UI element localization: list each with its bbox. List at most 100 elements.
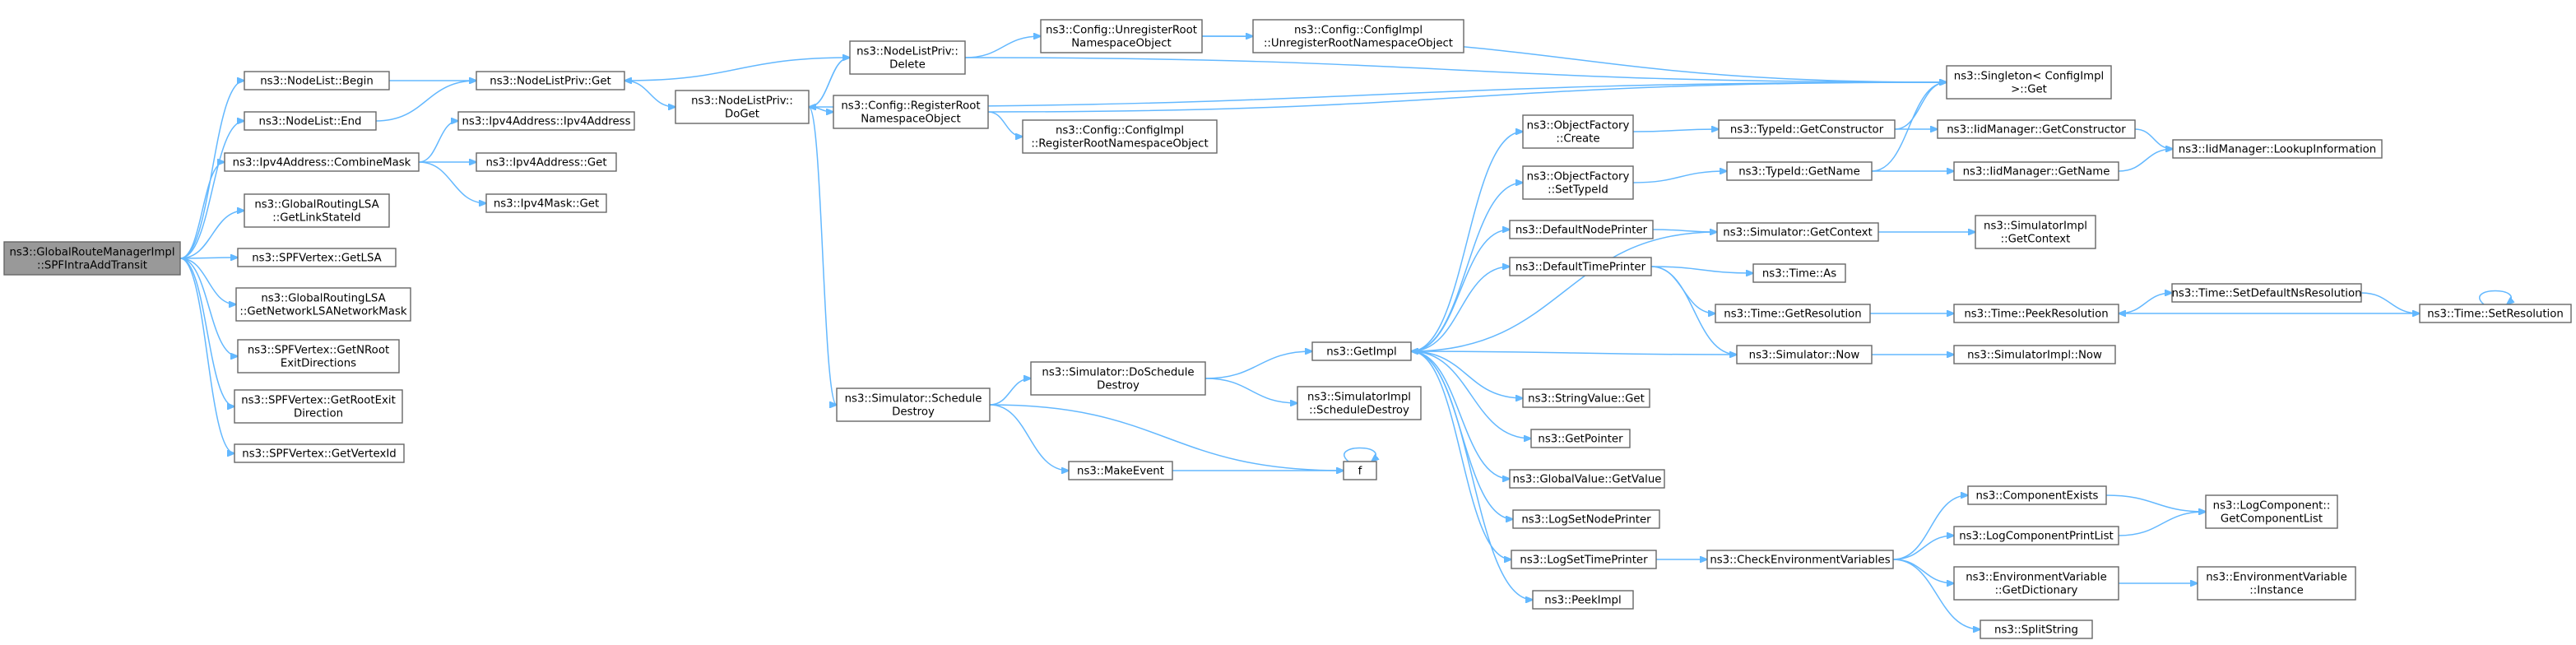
edge-deftimeprinter-to-sim_now <box>1650 266 1737 355</box>
node-deftimeprinter[interactable]: ns3::DefaultTimePrinter <box>1509 257 1652 276</box>
edge-root-to-grlsa_mask <box>179 258 236 304</box>
edge-root-to-spf_rootexit <box>179 258 234 406</box>
edge-logcompprint-to-logcomp_getlist <box>2118 512 2206 536</box>
node-box <box>244 193 390 228</box>
node-label: ns3::Time::SetDefaultNsResolution <box>2171 288 2361 300</box>
edge-getimpl-to-peekimpl <box>1410 350 1533 600</box>
node-label: ns3::SPFVertex::GetLSA <box>252 253 381 265</box>
node-label: ns3::GlobalValue::GetValue <box>1513 474 1662 486</box>
node-f[interactable]: f <box>1343 461 1377 480</box>
node-peekimpl[interactable]: ns3::PeekImpl <box>1532 590 1634 610</box>
node-box <box>1511 550 1657 569</box>
node-box <box>237 339 400 374</box>
node-simimpl_getctx[interactable]: ns3::SimulatorImpl::GetContext <box>1975 215 2096 249</box>
node-box <box>1068 461 1173 480</box>
node-logsettime[interactable]: ns3::LogSetTimePrinter <box>1511 550 1657 569</box>
node-spf_vid[interactable]: ns3::SPFVertex::GetVertexId <box>234 443 405 463</box>
node-nl_begin[interactable]: ns3::NodeList::Begin <box>244 71 390 90</box>
node-logsetnode[interactable]: ns3::LogSetNodePrinter <box>1512 509 1660 529</box>
edge-checkenv-to-compexists <box>1892 495 1968 560</box>
node-typeid_getctor[interactable]: ns3::TypeId::GetConstructor <box>1718 119 1896 139</box>
node-ipv4_ctor[interactable]: ns3::Ipv4Address::Ipv4Address <box>457 111 635 131</box>
node-stringvalue_get[interactable]: ns3::StringValue::Get <box>1522 388 1650 408</box>
node-label: ns3::LogSetTimePrinter <box>1520 555 1648 567</box>
node-ipv4mask_get[interactable]: ns3::Ipv4Mask::Get <box>485 193 607 213</box>
node-iid_lookup[interactable]: ns3::IidManager::LookupInformation <box>2172 139 2383 159</box>
node-label: ns3::CheckEnvironmentVariables <box>1710 555 1890 567</box>
edge-root-to-nl_begin <box>179 81 244 259</box>
node-globalvalue_get[interactable]: ns3::GlobalValue::GetValue <box>1509 469 1665 489</box>
node-ipv4_cm[interactable]: ns3::Ipv4Address::CombineMask <box>224 152 420 172</box>
node-time_setres[interactable]: ns3::Time::SetResolution <box>2419 304 2572 323</box>
node-time_peekres[interactable]: ns3::Time::PeekResolution <box>1953 304 2119 323</box>
node-logcompprint[interactable]: ns3::LogComponentPrintList <box>1953 526 2119 545</box>
node-nlp_delete[interactable]: ns3::NodeListPriv::Delete <box>849 40 966 75</box>
node-label: ::Instance <box>2249 585 2304 597</box>
node-ipv4_get[interactable]: ns3::Ipv4Address::Get <box>476 152 617 172</box>
node-sim_now[interactable]: ns3::Simulator::Now <box>1736 345 1873 364</box>
node-nlp_doget[interactable]: ns3::NodeListPriv::DoGet <box>675 90 810 124</box>
node-label: ns3::Config::ConfigImpl <box>1056 125 1184 137</box>
node-makeevent[interactable]: ns3::MakeEvent <box>1068 461 1173 480</box>
node-box <box>234 389 403 424</box>
node-checkenv[interactable]: ns3::CheckEnvironmentVariables <box>1706 550 1894 569</box>
node-label: ns3::GetImpl <box>1326 346 1396 359</box>
node-simimpl_sched[interactable]: ns3::SimulatorImpl::ScheduleDestroy <box>1297 386 1422 420</box>
node-typeid_getname[interactable]: ns3::TypeId::GetName <box>1726 161 1873 181</box>
node-box <box>1040 19 1203 53</box>
node-box <box>1530 429 1631 448</box>
node-label: Direction <box>294 408 343 420</box>
edge-checkenv-to-envvar_getdict <box>1892 559 1954 583</box>
node-simimpl_now[interactable]: ns3::SimulatorImpl::Now <box>1953 345 2116 364</box>
node-of_create[interactable]: ns3::ObjectFactory::Create <box>1522 114 1634 149</box>
node-grlsa_link[interactable]: ns3::GlobalRoutingLSA::GetLinkStateId <box>244 193 390 228</box>
node-time_getres[interactable]: ns3::Time::GetResolution <box>1715 304 1871 323</box>
node-label: ns3::SPFVertex::GetRootExit <box>241 395 396 407</box>
node-envvar_instance[interactable]: ns3::EnvironmentVariable::Instance <box>2197 566 2356 601</box>
node-box <box>1953 345 2116 364</box>
edge-compexists-to-logcomp_getlist <box>2105 494 2206 512</box>
node-of_settype[interactable]: ns3::ObjectFactory::SetTypeId <box>1522 165 1634 200</box>
node-envvar_getdict[interactable]: ns3::EnvironmentVariable::GetDictionary <box>1953 566 2119 601</box>
edge-getimpl-to-deftimeprinter <box>1410 267 1510 352</box>
node-cfgimpl_unreg[interactable]: ns3::Config::ConfigImpl::UnregisterRootN… <box>1252 19 1464 53</box>
node-logcomp_getlist[interactable]: ns3::LogComponent::GetComponentList <box>2205 494 2338 529</box>
node-iid_getname[interactable]: ns3::IidManager::GetName <box>1953 161 2119 181</box>
node-box <box>2205 494 2338 529</box>
node-grlsa_mask[interactable]: ns3::GlobalRoutingLSA::GetNetworkLSANetw… <box>235 287 411 322</box>
edge-sim_sched-to-makeevent <box>989 404 1069 471</box>
node-sim_getctx[interactable]: ns3::Simulator::GetContext <box>1716 222 1879 242</box>
node-root[interactable]: ns3::GlobalRouteManagerImpl::SPFIntraAdd… <box>3 241 181 276</box>
node-label: ns3::SimulatorImpl <box>1984 220 2087 233</box>
node-iid_getctor[interactable]: ns3::IidManager::GetConstructor <box>1937 119 2136 139</box>
node-compexists[interactable]: ns3::ComponentExists <box>1967 485 2107 505</box>
edge-typeid_getname-to-singleton <box>1871 82 1947 172</box>
node-spf_getlsa[interactable]: ns3::SPFVertex::GetLSA <box>237 248 397 267</box>
node-cfg_unreg[interactable]: ns3::Config::UnregisterRootNamespaceObje… <box>1040 19 1203 53</box>
node-box <box>2419 304 2572 323</box>
node-box <box>244 111 377 131</box>
node-nl_end[interactable]: ns3::NodeList::End <box>244 111 377 131</box>
node-singleton[interactable]: ns3::Singleton< ConfigImpl >::Get <box>1946 65 2112 100</box>
edge-getimpl-to-logsettime <box>1410 350 1511 559</box>
node-nlp_get[interactable]: ns3::NodeListPriv::Get <box>476 71 625 90</box>
node-box <box>1522 388 1650 408</box>
node-box <box>485 193 607 213</box>
node-cfg_regroot[interactable]: ns3::Config::RegisterRootNamespaceObject <box>833 95 989 129</box>
edge-nlp_delete-to-nlp_get <box>624 57 851 81</box>
node-getpointer[interactable]: ns3::GetPointer <box>1530 429 1631 448</box>
node-cfgimpl_reg[interactable]: ns3::Config::ConfigImpl::RegisterRootNam… <box>1022 119 1218 154</box>
node-sim_sched[interactable]: ns3::Simulator::ScheduleDestroy <box>836 387 991 422</box>
edge-nlp_doget-to-sim_sched <box>808 106 837 405</box>
node-time_setdefns[interactable]: ns3::Time::SetDefaultNsResolution <box>2171 283 2362 303</box>
node-defnodeprinter[interactable]: ns3::DefaultNodePrinter <box>1509 220 1654 239</box>
node-splitstring[interactable]: ns3::SplitString <box>1980 619 2093 639</box>
node-label: ns3::LogSetNodePrinter <box>1521 514 1651 527</box>
node-time_as[interactable]: ns3::Time::As <box>1752 263 1846 283</box>
node-getimpl[interactable]: ns3::GetImpl <box>1311 341 1412 361</box>
node-box <box>1946 65 2112 100</box>
